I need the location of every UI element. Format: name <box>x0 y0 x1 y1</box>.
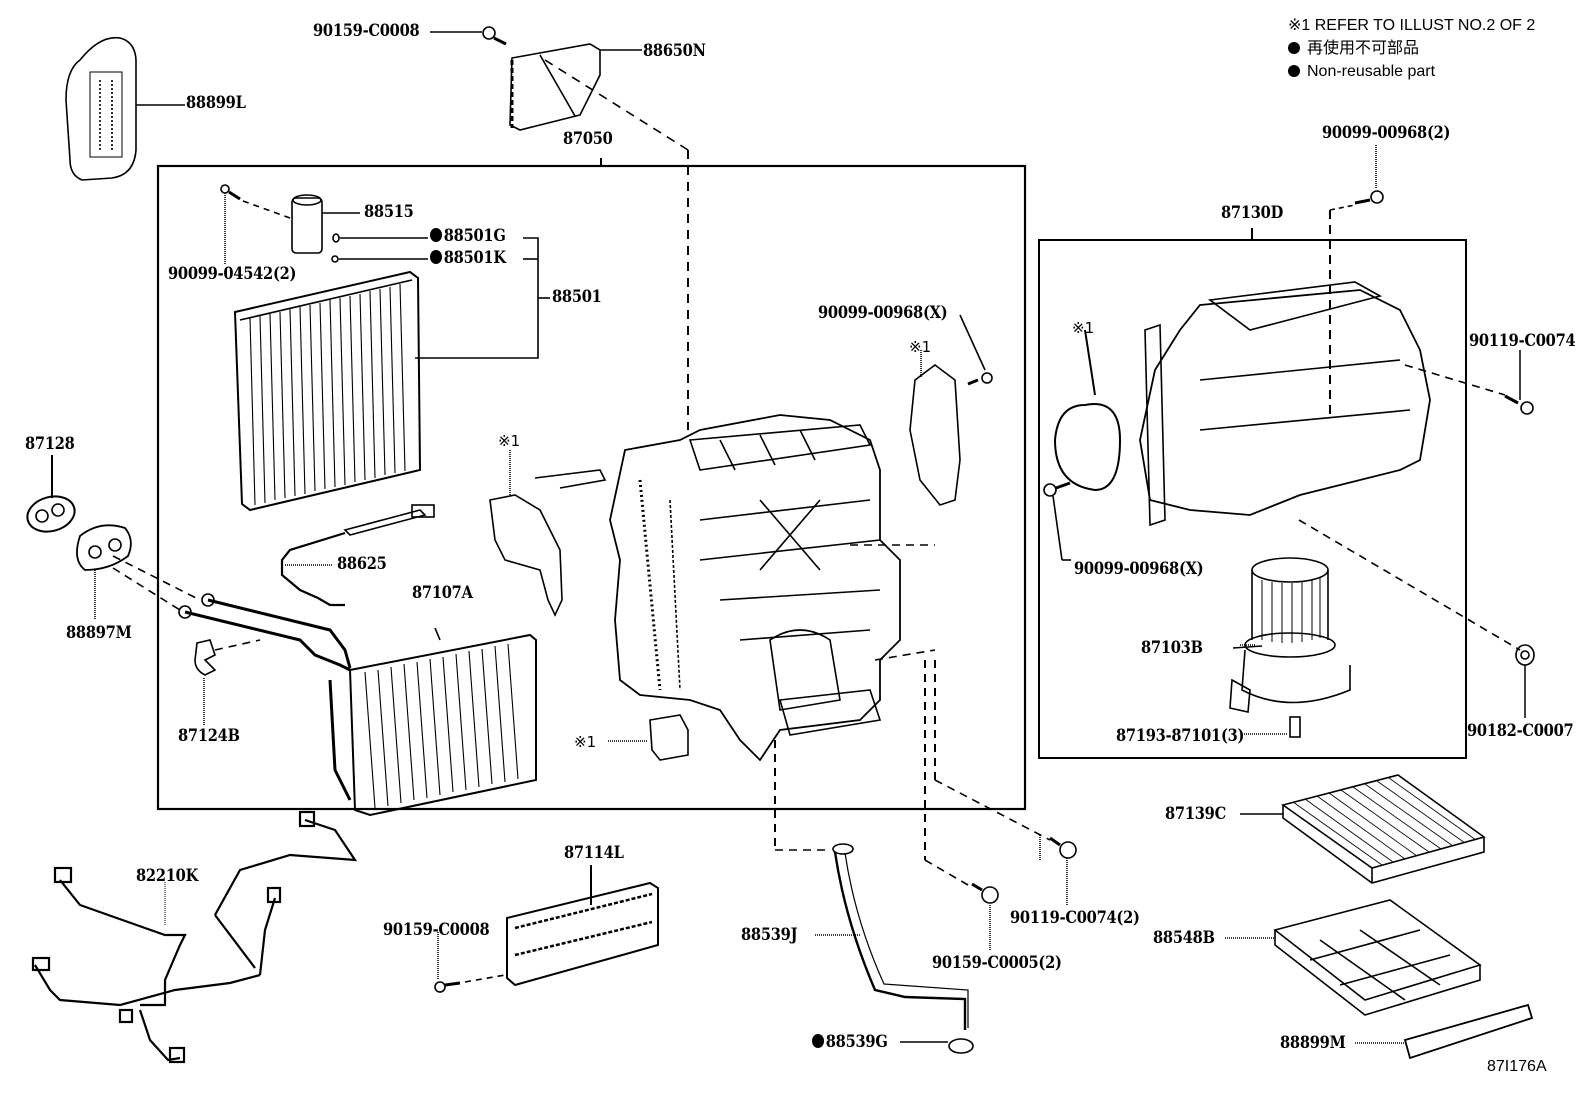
part-87130D-shape[interactable] <box>1053 204 1521 651</box>
part-87107A-shape[interactable] <box>112 555 537 817</box>
part-label-88539G[interactable]: 88539G <box>812 1034 888 1051</box>
part-main-hvac-case-shape[interactable] <box>534 414 1051 886</box>
part-88897M-shape[interactable] <box>76 524 132 620</box>
part-87124B-shape[interactable] <box>194 639 261 725</box>
part-label-87193-87101[interactable]: 87193-87101(3) <box>1116 726 1245 746</box>
part-number-text: 88501K <box>443 248 506 268</box>
ref-marker-bottom-actuator: ※1 <box>574 733 597 751</box>
part-88650N-shape[interactable] <box>430 26 689 430</box>
part-label-88650N[interactable]: 88650N <box>643 41 706 61</box>
part-88539J-shape[interactable] <box>815 843 969 1030</box>
part-88515-shape[interactable] <box>220 184 550 359</box>
part-label-82210K[interactable]: 82210K <box>136 866 199 886</box>
part-label-90159-C0005[interactable]: 90159-C0005(2) <box>932 953 1062 973</box>
part-88548B-shape[interactable] <box>1225 899 1482 1016</box>
part-label-88625[interactable]: 88625 <box>337 554 387 574</box>
part-label-88501K[interactable]: 88501K <box>430 250 506 267</box>
part-90099-00968-X-right-shape[interactable] <box>1043 481 1071 561</box>
assembly-label-87130D[interactable]: 87130D <box>1221 203 1284 223</box>
part-87128-shape[interactable] <box>23 455 78 537</box>
part-label-88899L[interactable]: 88899L <box>186 93 246 113</box>
part-label-90099-04542[interactable]: 90099-04542(2) <box>168 264 297 284</box>
part-90159-C0005-shape[interactable] <box>971 882 999 950</box>
legend-non-reusable-jp: 再使用不可部品 <box>1288 37 1535 60</box>
part-label-87124B[interactable]: 87124B <box>178 726 240 746</box>
legend: ※1 REFER TO ILLUST NO.2 OF 2 再使用不可部品 Non… <box>1288 14 1535 84</box>
part-number-text: 88539G <box>825 1032 888 1052</box>
part-actuator-bottom-shape[interactable] <box>608 714 689 761</box>
part-label-88539J[interactable]: 88539J <box>741 925 798 945</box>
part-label-90119-C0074[interactable]: 90119-C0074 <box>1469 331 1576 351</box>
part-number-text: 88501G <box>443 226 506 246</box>
part-label-90099-00968-2[interactable]: 90099-00968(2) <box>1322 123 1451 143</box>
part-label-88548B[interactable]: 88548B <box>1153 928 1215 948</box>
ref-marker-left-actuator: ※1 <box>498 432 521 450</box>
part-90119-C0074-shape[interactable] <box>1504 350 1534 415</box>
part-90182-C0007-shape[interactable] <box>1515 644 1535 718</box>
part-88501-shape[interactable] <box>233 270 422 512</box>
ref-marker-mid-right: ※1 <box>909 338 932 356</box>
part-88899M-shape[interactable] <box>1355 1003 1534 1060</box>
legend-refer-note: ※1 REFER TO ILLUST NO.2 OF 2 <box>1288 17 1536 34</box>
part-88625-shape[interactable] <box>280 504 435 607</box>
illustration-code: 87I176A <box>1487 1058 1547 1075</box>
part-actuator-left-shape[interactable] <box>489 450 563 617</box>
part-label-87107A[interactable]: 87107A <box>412 583 473 603</box>
part-82210K-shape[interactable] <box>31 810 358 1064</box>
ref-marker-blower: ※1 <box>1072 319 1095 337</box>
part-label-90159-C0008-top[interactable]: 90159-C0008 <box>313 21 420 41</box>
part-88899L-shape[interactable] <box>65 36 185 181</box>
part-87114L-shape[interactable] <box>434 865 659 993</box>
part-label-87139C[interactable]: 87139C <box>1165 804 1226 824</box>
legend-non-reusable-en: Non-reusable part <box>1288 60 1535 83</box>
part-90099-00968-2-shape[interactable] <box>1354 145 1384 205</box>
part-label-90159-C0008-bottom[interactable]: 90159-C0008 <box>383 920 490 940</box>
part-label-90099-00968X-mid[interactable]: 90099-00968(X) <box>818 303 948 323</box>
part-label-88899M[interactable]: 88899M <box>1280 1033 1346 1053</box>
part-88539G-shape[interactable] <box>900 1038 974 1054</box>
bullet-icon <box>1288 42 1300 55</box>
part-label-90119-C0074-2[interactable]: 90119-C0074(2) <box>1010 908 1140 928</box>
legend-en-text: Non-reusable part <box>1307 63 1436 81</box>
part-87139C-shape[interactable] <box>1240 774 1486 884</box>
assembly-label-87050[interactable]: 87050 <box>563 129 613 149</box>
part-label-88501G[interactable]: 88501G <box>430 228 506 245</box>
assembly-box-87130D <box>1038 239 1467 759</box>
part-label-87114L[interactable]: 87114L <box>564 843 624 863</box>
non-reusable-icon <box>812 1034 825 1048</box>
part-label-88897M[interactable]: 88897M <box>66 623 132 643</box>
part-label-90182-C0007[interactable]: 90182-C0007 <box>1467 721 1574 741</box>
part-90119-C0074-2-shape[interactable] <box>1049 836 1077 905</box>
non-reusable-icon <box>430 250 443 264</box>
part-actuator-right-shape[interactable] <box>909 314 993 506</box>
non-reusable-icon <box>430 228 443 242</box>
part-label-87103B[interactable]: 87103B <box>1141 638 1203 658</box>
part-87103B-shape[interactable] <box>1229 557 1351 738</box>
assembly-box-87050 <box>156 164 1027 811</box>
bullet-icon <box>1288 65 1300 78</box>
part-label-88501[interactable]: 88501 <box>552 287 602 307</box>
part-label-88515[interactable]: 88515 <box>364 202 414 222</box>
legend-jp-text: 再使用不可部品 <box>1307 40 1420 58</box>
part-label-87128[interactable]: 87128 <box>25 434 75 454</box>
part-label-90099-00968X-right[interactable]: 90099-00968(X) <box>1074 559 1204 579</box>
